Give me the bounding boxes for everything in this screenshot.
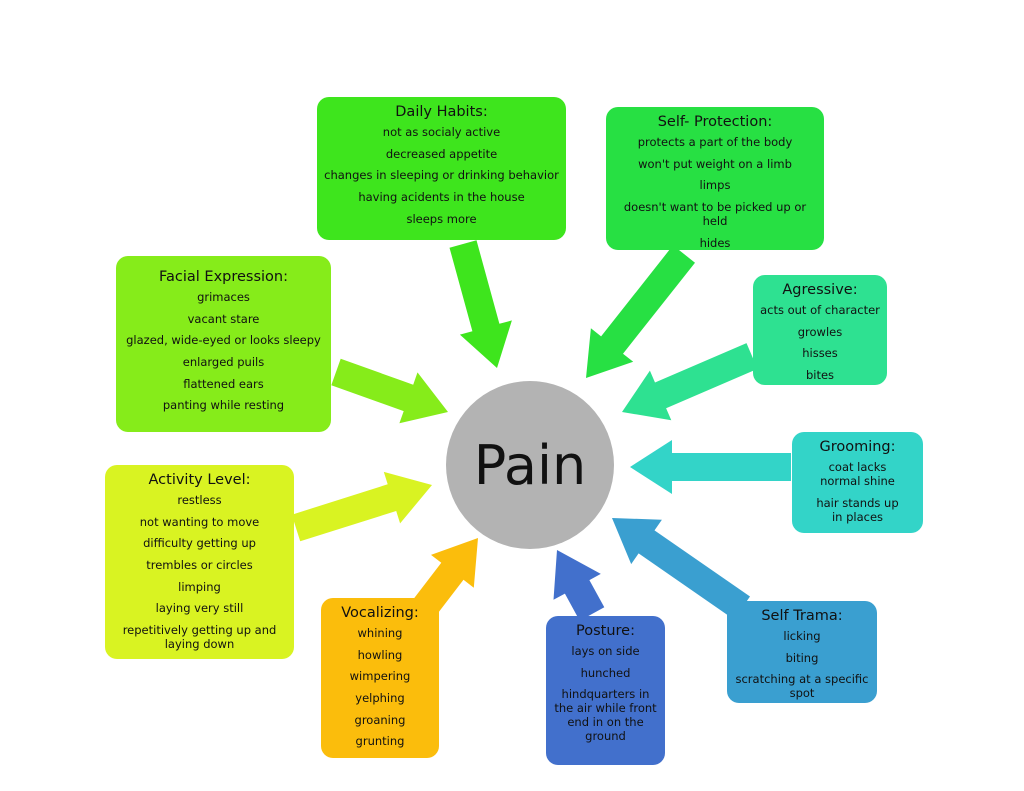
vocalizing-box: Vocalizing: whining howling wimpering ye… [321, 598, 439, 758]
posture-arrow [553, 550, 605, 621]
grooming-item: hair stands up in places [816, 495, 899, 524]
daily-habits-arrow [449, 240, 512, 368]
activity-level-item: difficulty getting up [143, 536, 256, 551]
vocalizing-arrow [413, 538, 478, 616]
self-protection-item: limps [699, 178, 731, 193]
activity-level-item: not wanting to move [139, 514, 260, 529]
facial-expression-arrow [331, 358, 448, 424]
self-protection-item: hides [699, 235, 731, 250]
grooming-box: Grooming: coat lacks normal shine hair s… [792, 432, 923, 533]
vocalizing-title: Vocalizing: [341, 605, 419, 621]
self-protection-item: doesn't want to be picked up or held [623, 200, 807, 229]
agressive-item: hisses [802, 346, 838, 361]
daily-habits-item: not as socialy active [382, 125, 501, 139]
pain-label: Pain [473, 433, 587, 497]
agressive-item: bites [805, 368, 835, 383]
activity-level-arrow [291, 471, 432, 542]
posture-box: Posture: lays on side hunched hindquarte… [546, 616, 665, 765]
vocalizing-item: whining [357, 626, 403, 640]
vocalizing-item: groaning [354, 712, 406, 727]
pain-circle: Pain [446, 381, 614, 549]
posture-item: hindquarters in the air while front end … [554, 687, 657, 744]
activity-level-item: limping [178, 579, 221, 594]
self-trama-arrow [612, 518, 750, 620]
self-protection-item: won't put weight on a limb [638, 156, 792, 171]
self-protection-box: Self- Protection: protects a part of the… [606, 107, 824, 250]
activity-level-item: laying very still [155, 601, 244, 616]
self-protection-arrow [586, 245, 695, 378]
agressive-arrow [622, 343, 758, 421]
activity-level-box: Activity Level: restless not wanting to … [105, 465, 294, 659]
facial-expression-item: grimaces [197, 290, 250, 304]
grooming-arrow [630, 440, 791, 494]
grooming-title: Grooming: [819, 439, 896, 455]
vocalizing-item: wimpering [349, 669, 411, 684]
agressive-title: Agressive: [782, 282, 858, 298]
self-protection-title: Self- Protection: [657, 114, 773, 130]
self-trama-item: scratching at a specific spot [735, 672, 869, 701]
facial-expression-box: Facial Expression: grimaces vacant stare… [116, 256, 331, 432]
facial-expression-item: panting while resting [162, 398, 285, 413]
daily-habits-item: sleeps more [406, 211, 477, 226]
grooming-item: coat lacks normal shine [820, 460, 895, 488]
agressive-item: growles [797, 324, 843, 339]
daily-habits-item: having acidents in the house [358, 190, 525, 205]
agressive-item: acts out of character [760, 303, 880, 317]
facial-expression-item: flattened ears [183, 376, 264, 391]
vocalizing-item: howling [357, 647, 403, 662]
self-trama-box: Self Trama: licking biting scratching at… [727, 601, 877, 703]
activity-level-item: trembles or circles [146, 558, 253, 573]
daily-habits-title: Daily Habits: [395, 104, 488, 120]
daily-habits-box: Daily Habits: not as socialy active decr… [317, 97, 566, 240]
vocalizing-item: yelphing [355, 691, 405, 706]
daily-habits-item: decreased appetite [385, 146, 498, 161]
activity-level-item: restless [177, 493, 222, 507]
self-protection-item: protects a part of the body [637, 135, 793, 149]
facial-expression-item: vacant stare [187, 311, 260, 326]
agressive-box: Agressive: acts out of character growles… [753, 275, 887, 385]
facial-expression-title: Facial Expression: [158, 269, 288, 285]
self-trama-item: licking [783, 629, 821, 643]
vocalizing-item: grunting [355, 734, 405, 749]
daily-habits-item: changes in sleeping or drinking behavior [324, 168, 559, 183]
posture-item: hunched [580, 665, 631, 680]
facial-expression-item: enlarged puils [182, 355, 265, 370]
activity-level-item: repetitively getting up and laying down [122, 623, 277, 652]
self-trama-title: Self Trama: [761, 608, 843, 624]
posture-title: Posture: [576, 623, 635, 639]
facial-expression-item: glazed, wide-eyed or looks sleepy [126, 333, 321, 348]
activity-level-title: Activity Level: [148, 472, 251, 488]
self-trama-item: biting [785, 650, 819, 665]
posture-item: lays on side [571, 644, 640, 658]
